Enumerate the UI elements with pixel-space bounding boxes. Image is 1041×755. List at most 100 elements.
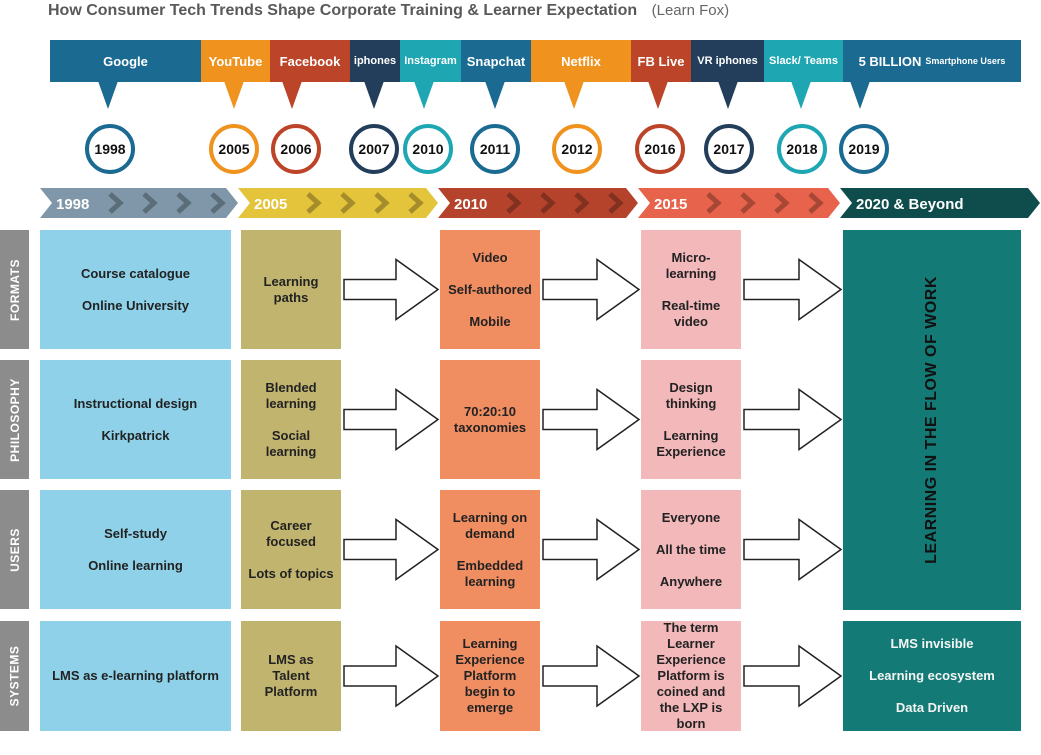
- era-chevron: [374, 192, 390, 214]
- cell-line: learning: [265, 395, 317, 411]
- year-circle: 2005: [209, 124, 259, 174]
- era-segment: [638, 188, 840, 218]
- cell-line: Anywhere: [659, 573, 723, 589]
- cell-line: video: [674, 313, 708, 329]
- flow-arrow: [542, 518, 641, 581]
- title-text: How Consumer Tech Trends Shape Corporate…: [48, 2, 638, 19]
- era-segment: [238, 188, 438, 218]
- flow-arrow: [343, 644, 440, 708]
- row-label-systems: SYSTEMS: [0, 621, 29, 731]
- cell-line: Learning: [663, 427, 719, 443]
- brand-2: Facebook: [270, 40, 350, 82]
- flow-arrow: [743, 518, 843, 581]
- brand-1: YouTube: [201, 40, 270, 82]
- cell-line: Kirkpatrick: [101, 427, 170, 443]
- brand-label: Slack/ Teams: [769, 55, 838, 67]
- systems-beyond-line: Data Driven: [895, 700, 969, 715]
- flow-arrow: [743, 644, 843, 708]
- cell-line: Social: [271, 427, 311, 443]
- era-segment: [840, 188, 1040, 218]
- brand-label: Instagram: [404, 55, 457, 67]
- cell-line: Lots of topics: [248, 565, 334, 581]
- brand-9: Slack/ Teams: [764, 40, 843, 82]
- flow-arrow: [743, 388, 843, 451]
- cell-line: learning: [265, 443, 317, 459]
- era-chevron: [142, 192, 158, 214]
- brand-pointer: [224, 81, 244, 109]
- year-circle: 2016: [635, 124, 685, 174]
- cell-line: focused: [266, 533, 316, 549]
- era-chevron: [210, 192, 226, 214]
- brand-label: Snapchat: [466, 53, 526, 69]
- era-chevron: [506, 192, 522, 214]
- cell-line: Mobile: [469, 313, 511, 329]
- cell-line: Video: [472, 249, 508, 265]
- cell-line: Real-time: [661, 297, 721, 313]
- brand-3: iphones: [350, 40, 400, 82]
- year-circle: 2007: [349, 124, 399, 174]
- cell-line: learning: [665, 265, 717, 281]
- brand-pointer: [485, 81, 505, 109]
- flow-text: LEARNING IN THE FLOW OF WORK: [923, 276, 940, 564]
- source-credit: (Learn Fox): [651, 2, 730, 19]
- flow-arrow: [343, 518, 440, 581]
- cell-line: Learning: [462, 636, 518, 651]
- era-label: 2020 & Beyond: [856, 196, 964, 213]
- brand-label: YouTube: [208, 53, 263, 69]
- brand-label: FB Live: [637, 53, 685, 69]
- cell-line: Experience: [455, 652, 525, 667]
- row-label-users: USERS: [0, 490, 29, 609]
- year-circle: 2011: [470, 124, 520, 174]
- year-circle: 2012: [552, 124, 602, 174]
- row-label-text: FORMATS: [7, 258, 22, 321]
- cell-line: Experience: [656, 652, 726, 667]
- cell-line: Embedded: [456, 557, 524, 573]
- cell-line: the LXP is: [659, 700, 723, 715]
- row-label-philosophy: PHILOSOPHY: [0, 360, 29, 479]
- era-chevron: [574, 192, 590, 214]
- era-chevron: [408, 192, 424, 214]
- era-label: 2005: [254, 196, 287, 213]
- flow-arrow: [542, 258, 641, 321]
- brand-sublabel: Smartphone Users: [925, 56, 1006, 66]
- era-chevron: [540, 192, 556, 214]
- year-circle: 2010: [403, 124, 453, 174]
- page-title: How Consumer Tech Trends Shape Corporate…: [48, 2, 729, 20]
- era-chevron: [706, 192, 722, 214]
- cell-line: Experience: [656, 443, 726, 459]
- brand-pointer: [364, 81, 384, 109]
- cell-systems-0: LMS as e-learning platform: [40, 621, 231, 731]
- era-segment: [40, 188, 238, 218]
- era-label: 2010: [454, 196, 487, 213]
- cell-line: Blended: [265, 379, 317, 395]
- flow-arrow: [743, 258, 843, 321]
- year-circle: 2017: [704, 124, 754, 174]
- row-label-text: SYSTEMS: [7, 645, 22, 707]
- cell-line: taxonomies: [453, 419, 527, 435]
- brand-7: FB Live: [631, 40, 691, 82]
- cell-line: Career: [270, 517, 312, 533]
- brand-pointer: [718, 81, 738, 109]
- flow-arrow: [343, 388, 440, 451]
- cell-line: born: [676, 716, 706, 731]
- row-label-formats: FORMATS: [0, 230, 29, 349]
- era-label: 1998: [56, 196, 89, 213]
- flow-arrow: [542, 388, 641, 451]
- year-circle: 2019: [839, 124, 889, 174]
- cell-line: coined and: [656, 684, 726, 699]
- era-chevron: [608, 192, 624, 214]
- cell-line: Self-authored: [448, 281, 532, 297]
